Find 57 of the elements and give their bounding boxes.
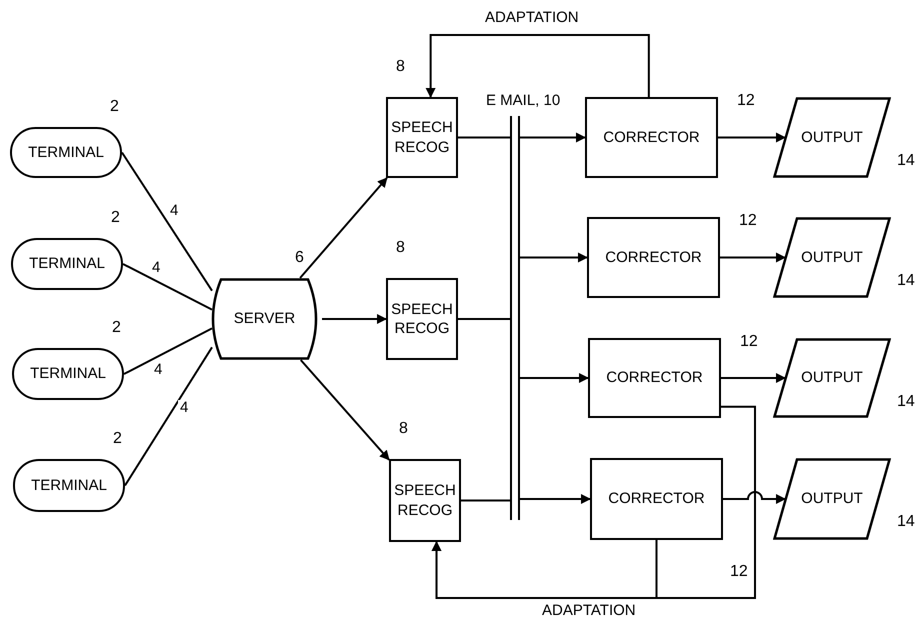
edge-label: 4 — [168, 203, 180, 218]
arrow — [432, 540, 658, 599]
connector-line — [458, 136, 510, 138]
node-label: SPEECH RECOG — [393, 481, 457, 520]
reference-numeral: 14 — [897, 514, 915, 530]
reference-numeral: 12 — [740, 334, 758, 350]
node-label: CORRECTOR — [607, 489, 706, 509]
reference-numeral: 2 — [110, 99, 119, 115]
reference-numeral: 12 — [737, 93, 755, 109]
reference-numeral: 12 — [730, 564, 748, 580]
reference-numeral: 12 — [739, 213, 757, 229]
node-label: OUTPUT — [800, 248, 864, 268]
arrow — [520, 252, 588, 262]
arrow — [520, 373, 589, 383]
reference-numeral: 8 — [396, 59, 405, 75]
connector-line — [122, 263, 212, 311]
reference-numeral: 2 — [113, 431, 122, 447]
node-label: SPEECH RECOG — [390, 118, 454, 157]
arrow — [718, 132, 786, 142]
node-label: TERMINAL — [30, 476, 108, 496]
reference-numeral: 2 — [111, 210, 120, 226]
edge-label: 4 — [178, 400, 190, 415]
arrow — [299, 177, 388, 279]
node-label: SPEECH RECOG — [390, 300, 454, 338]
arrow — [721, 373, 786, 383]
node-label: TERMINAL — [27, 142, 105, 162]
reference-numeral: 6 — [295, 250, 304, 266]
connector-line — [458, 318, 510, 320]
node-label: TERMINAL — [29, 364, 107, 384]
reference-numeral: 14 — [897, 273, 915, 289]
node-label: SERVER — [232, 309, 296, 329]
node-label: CORRECTOR — [602, 128, 701, 148]
connector-line — [461, 500, 510, 502]
bus-label: E MAIL, 10 — [486, 93, 560, 108]
node-label: CORRECTOR — [604, 248, 703, 268]
node-label: OUTPUT — [800, 368, 864, 388]
arrow — [723, 491, 786, 504]
node-label: OUTPUT — [800, 128, 864, 148]
arrow — [720, 252, 786, 262]
arrow — [520, 132, 586, 142]
connector-line — [124, 346, 213, 486]
edge-label: 4 — [152, 362, 164, 377]
arrow — [426, 34, 650, 98]
reference-numeral: 14 — [897, 394, 915, 410]
connector-line — [124, 327, 212, 375]
reference-numeral: 14 — [897, 153, 915, 169]
reference-numeral: 2 — [112, 320, 121, 336]
connector-line — [121, 152, 213, 292]
reference-numeral: 8 — [396, 240, 405, 256]
node-label: TERMINAL — [28, 254, 106, 274]
arrow — [322, 314, 387, 324]
node-label: OUTPUT — [800, 489, 864, 509]
reference-numeral: 8 — [399, 421, 408, 437]
arrow — [300, 359, 390, 461]
edge-label: 4 — [150, 260, 162, 275]
arrow — [520, 494, 591, 504]
node-label: CORRECTOR — [605, 368, 704, 388]
